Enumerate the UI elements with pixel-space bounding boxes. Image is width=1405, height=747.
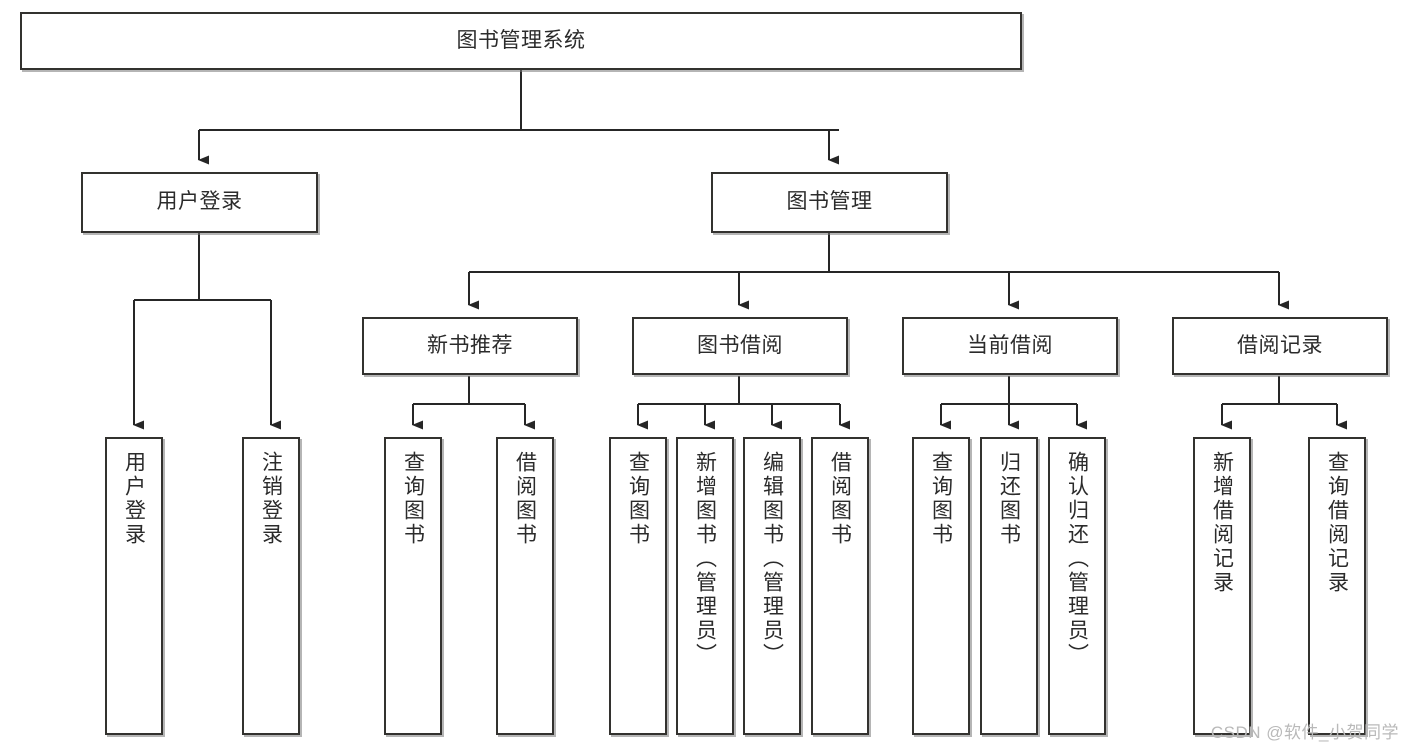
csdn-watermark: CSDN @软件_小贺同学 bbox=[1210, 723, 1399, 742]
leaf-add-borrow-record-label: 新增借阅记录 bbox=[1210, 451, 1234, 595]
leaf-return-book-label: 归还图书 bbox=[997, 451, 1021, 547]
leaf-query-book-borrow[interactable]: 查询图书 bbox=[609, 437, 667, 735]
node-book-management[interactable]: 图书管理 bbox=[711, 172, 948, 233]
node-user-login[interactable]: 用户登录 bbox=[81, 172, 318, 233]
node-borrow-record[interactable]: 借阅记录 bbox=[1172, 317, 1388, 375]
node-book-management-label: 图书管理 bbox=[786, 190, 873, 214]
leaf-confirm-return-admin[interactable]: 确认归还（管理员） bbox=[1048, 437, 1106, 735]
leaf-query-book-current[interactable]: 查询图书 bbox=[912, 437, 970, 735]
leaf-edit-book-admin[interactable]: 编辑图书（管理员） bbox=[743, 437, 801, 735]
node-user-login-label: 用户登录 bbox=[156, 190, 243, 214]
leaf-borrow-book[interactable]: 借阅图书 bbox=[811, 437, 869, 735]
leaf-add-book-admin-label: 新增图书（管理员） bbox=[693, 451, 717, 667]
node-borrow-record-label: 借阅记录 bbox=[1237, 333, 1323, 357]
leaf-user-login-label: 用户登录 bbox=[122, 451, 146, 547]
node-book-borrow[interactable]: 图书借阅 bbox=[632, 317, 848, 375]
node-new-book-recommend-label: 新书推荐 bbox=[427, 333, 513, 357]
leaf-logout[interactable]: 注销登录 bbox=[242, 437, 300, 735]
leaf-edit-book-admin-label: 编辑图书（管理员） bbox=[760, 451, 784, 667]
leaf-logout-label: 注销登录 bbox=[259, 451, 283, 547]
leaf-confirm-return-admin-label: 确认归还（管理员） bbox=[1065, 451, 1089, 667]
leaf-borrow-book-label: 借阅图书 bbox=[828, 451, 852, 547]
leaf-query-book-current-label: 查询图书 bbox=[929, 451, 953, 547]
node-root[interactable]: 图书管理系统 bbox=[20, 12, 1022, 70]
leaf-query-book-borrow-label: 查询图书 bbox=[626, 451, 650, 547]
leaf-add-borrow-record[interactable]: 新增借阅记录 bbox=[1193, 437, 1251, 735]
leaf-query-book-newbook[interactable]: 查询图书 bbox=[384, 437, 442, 735]
leaf-add-book-admin[interactable]: 新增图书（管理员） bbox=[676, 437, 734, 735]
node-root-label: 图书管理系统 bbox=[456, 28, 586, 52]
leaf-query-borrow-record-label: 查询借阅记录 bbox=[1325, 451, 1349, 595]
node-book-borrow-label: 图书借阅 bbox=[697, 333, 783, 357]
leaf-query-borrow-record[interactable]: 查询借阅记录 bbox=[1308, 437, 1366, 735]
node-current-borrow[interactable]: 当前借阅 bbox=[902, 317, 1118, 375]
leaf-borrow-book-newbook-label: 借阅图书 bbox=[513, 451, 537, 547]
leaf-borrow-book-newbook[interactable]: 借阅图书 bbox=[496, 437, 554, 735]
node-new-book-recommend[interactable]: 新书推荐 bbox=[362, 317, 578, 375]
leaf-user-login[interactable]: 用户登录 bbox=[105, 437, 163, 735]
node-current-borrow-label: 当前借阅 bbox=[967, 333, 1053, 357]
leaf-return-book[interactable]: 归还图书 bbox=[980, 437, 1038, 735]
leaf-query-book-newbook-label: 查询图书 bbox=[401, 451, 425, 547]
